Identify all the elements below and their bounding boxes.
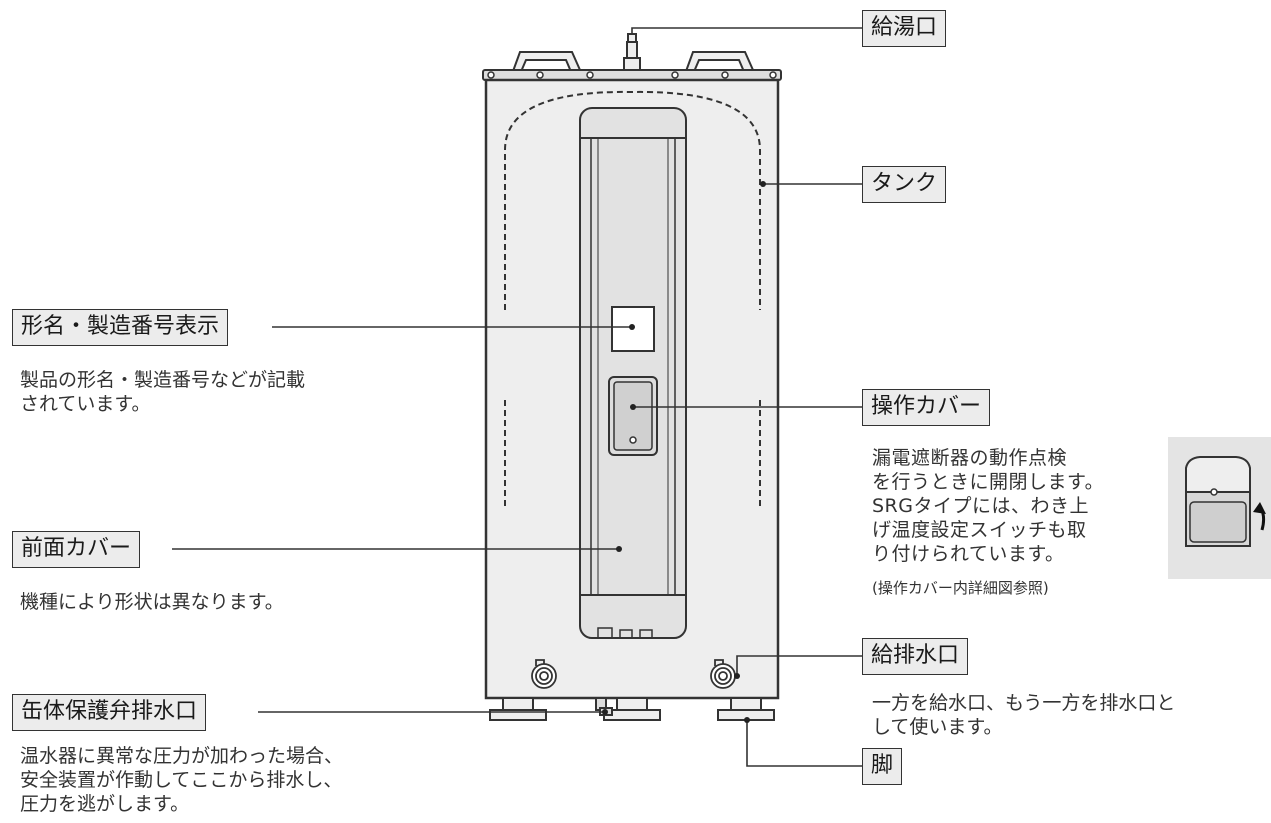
hot-water-pipe [623,33,641,73]
tank-dashed-upper [504,90,761,310]
front-cover-label: 前面カバー [12,531,141,568]
front-cover-description: 機種により形状は異なります。 [20,591,284,613]
water-supply-drain-port-description: 一方を給水口、もう一方を排水口と して使います。 [872,692,1176,738]
body-protection-valve-drain-description: 温水器に異常な圧力が加わった場合、 安全装置が作動してここから排水し、 圧力を逃… [20,745,344,815]
legs [489,697,775,721]
control-cover-label: 操作カバー [862,389,991,426]
water-supply-drain-port-label: 給排水口 [862,638,969,675]
model-number-display-description: 製品の形名・製造番号などが記載 されています。 [20,369,306,415]
leader-lines [172,27,862,767]
hot-water-outlet-label: 給湯口 [862,10,947,47]
leader-dots [602,181,766,723]
rim-screws [487,71,777,79]
control-cover-open-inset [1168,437,1271,579]
leg-label: 脚 [862,748,903,785]
top-rim [482,69,782,81]
water-ports [531,659,736,689]
front-cover-panel [579,107,687,639]
model-number-display-label: 形名・製造番号表示 [12,309,229,346]
body-protection-valve-drain-label: 缶体保護弁排水口 [12,694,207,731]
control-cover-note: (操作カバー内詳細図参照) [872,579,1049,597]
control-cover-panel [608,376,658,456]
tank-label: タンク [862,166,947,203]
control-cover-description: 漏電遮断器の動作点検 を行うときに開閉します。 SRGタイプには、わき上 げ温度… [872,447,1105,565]
